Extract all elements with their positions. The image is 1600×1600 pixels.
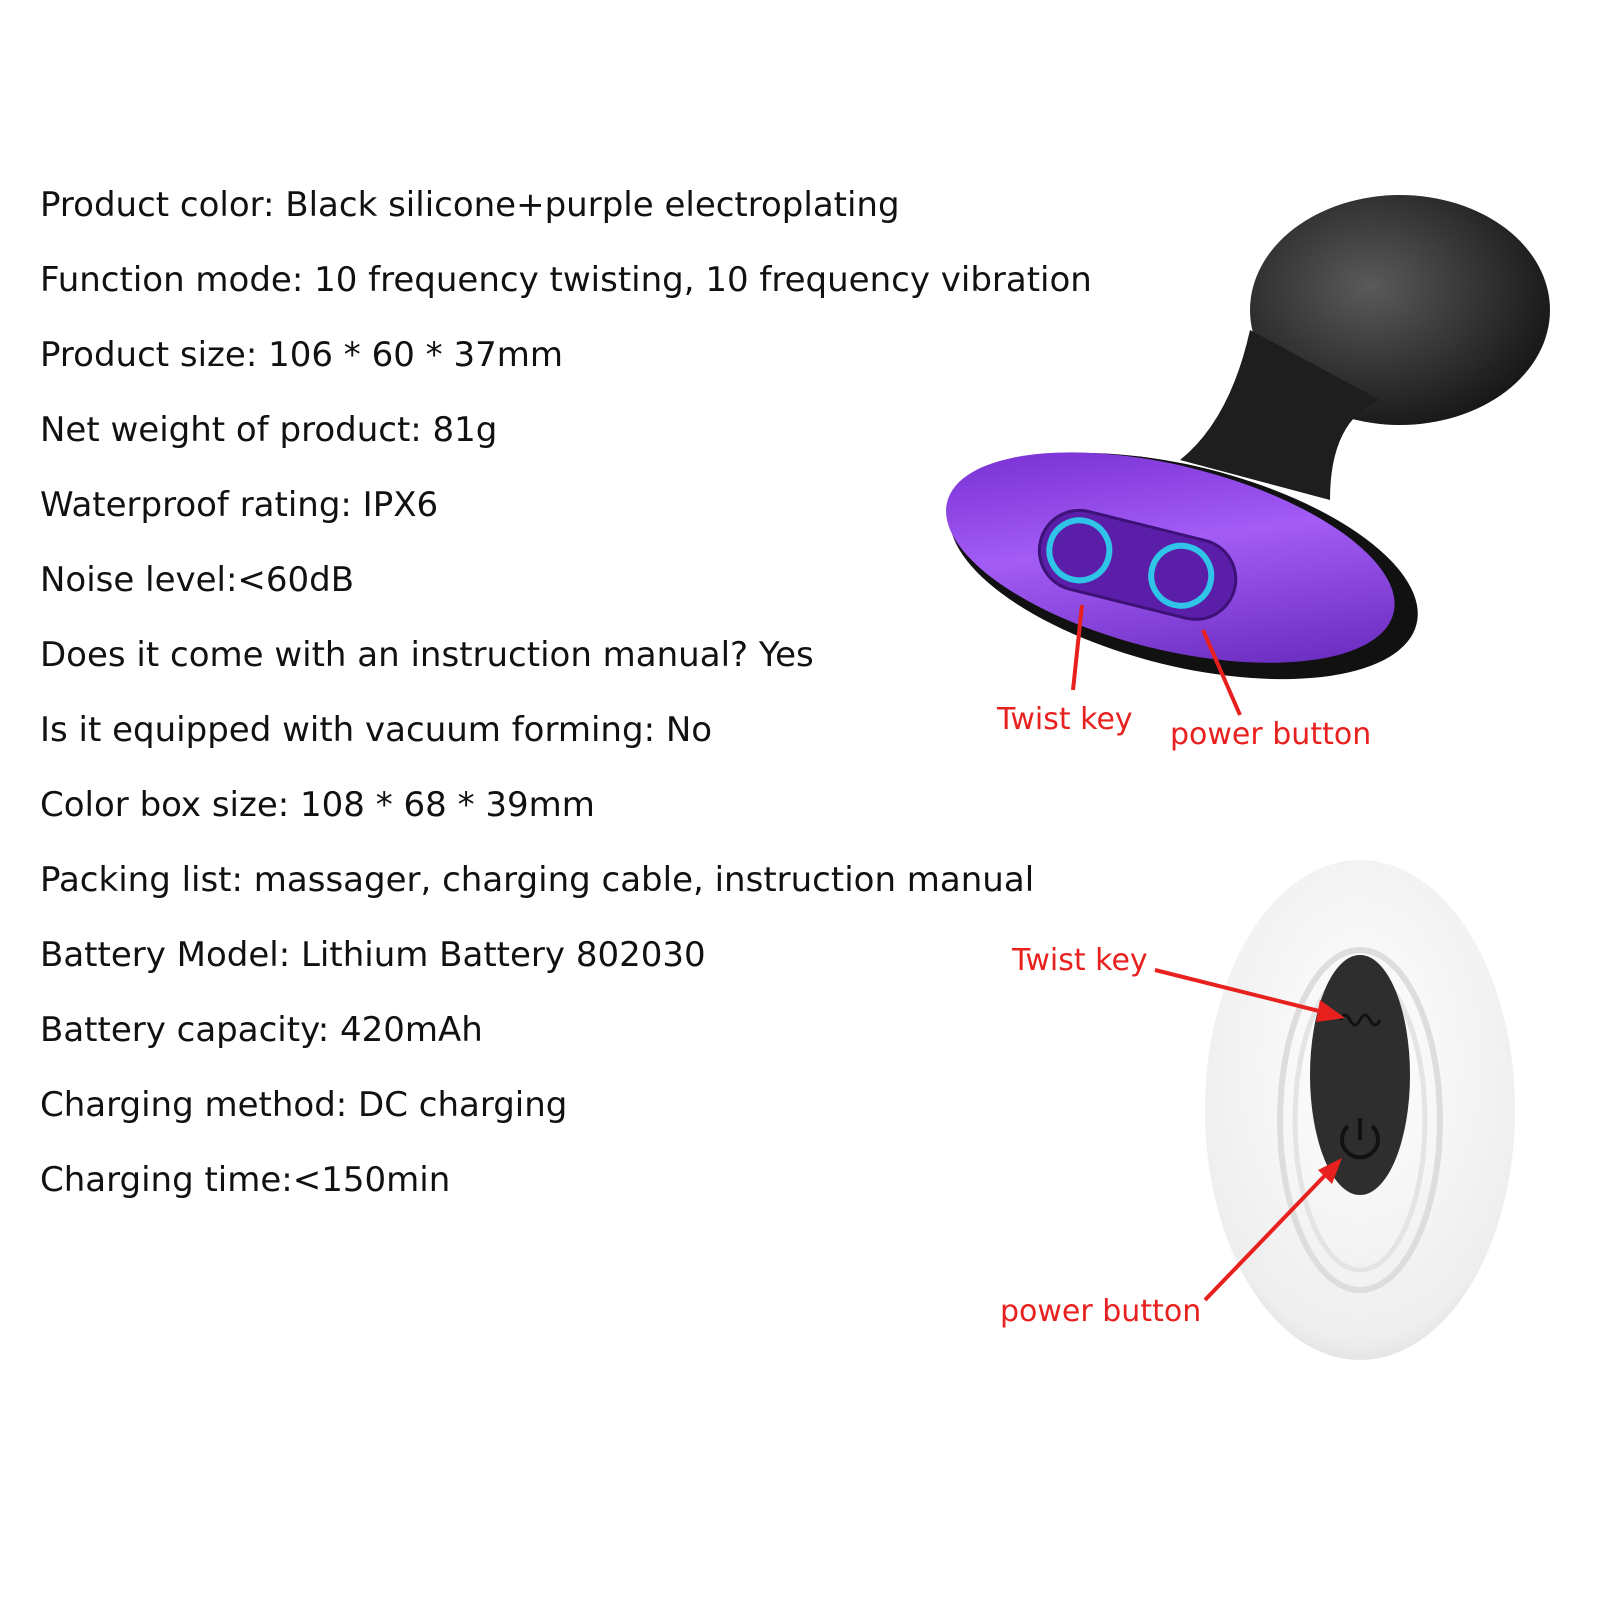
plug-device [946,195,1550,716]
remote-control [1154,860,1515,1360]
power-button-icon [1148,542,1215,609]
remote-power-button-label: power button [1000,1294,1202,1329]
power-icon [1340,1118,1380,1160]
spec-line: Charging time:<150min [40,1160,451,1200]
spec-line: Charging method: DC charging [40,1085,568,1125]
twist-key-icon [1046,517,1113,584]
wave-icon [1338,1013,1382,1027]
remote-twist-key-label: Twist key [1012,943,1148,978]
spec-line: Battery Model: Lithium Battery 802030 [40,935,706,975]
device-twist-key-label: Twist key [997,702,1133,737]
spec-line: Waterproof rating: IPX6 [40,485,439,525]
device-power-button-label: power button [1170,717,1372,752]
spec-line: Product color: Black silicone+purple ele… [40,185,900,225]
spec-line: Function mode: 10 frequency twisting, 10… [40,260,1092,300]
spec-line: Packing list: massager, charging cable, … [40,860,1035,900]
spec-line: Is it equipped with vacuum forming: No [40,710,713,750]
spec-line: Net weight of product: 81g [40,410,498,450]
spec-line: Does it come with an instruction manual?… [40,635,814,675]
spec-line: Product size: 106 * 60 * 37mm [40,335,563,375]
spec-line: Color box size: 108 * 68 * 39mm [40,785,595,825]
spec-line: Battery capacity: 420mAh [40,1010,483,1050]
spec-line: Noise level:<60dB [40,560,355,600]
